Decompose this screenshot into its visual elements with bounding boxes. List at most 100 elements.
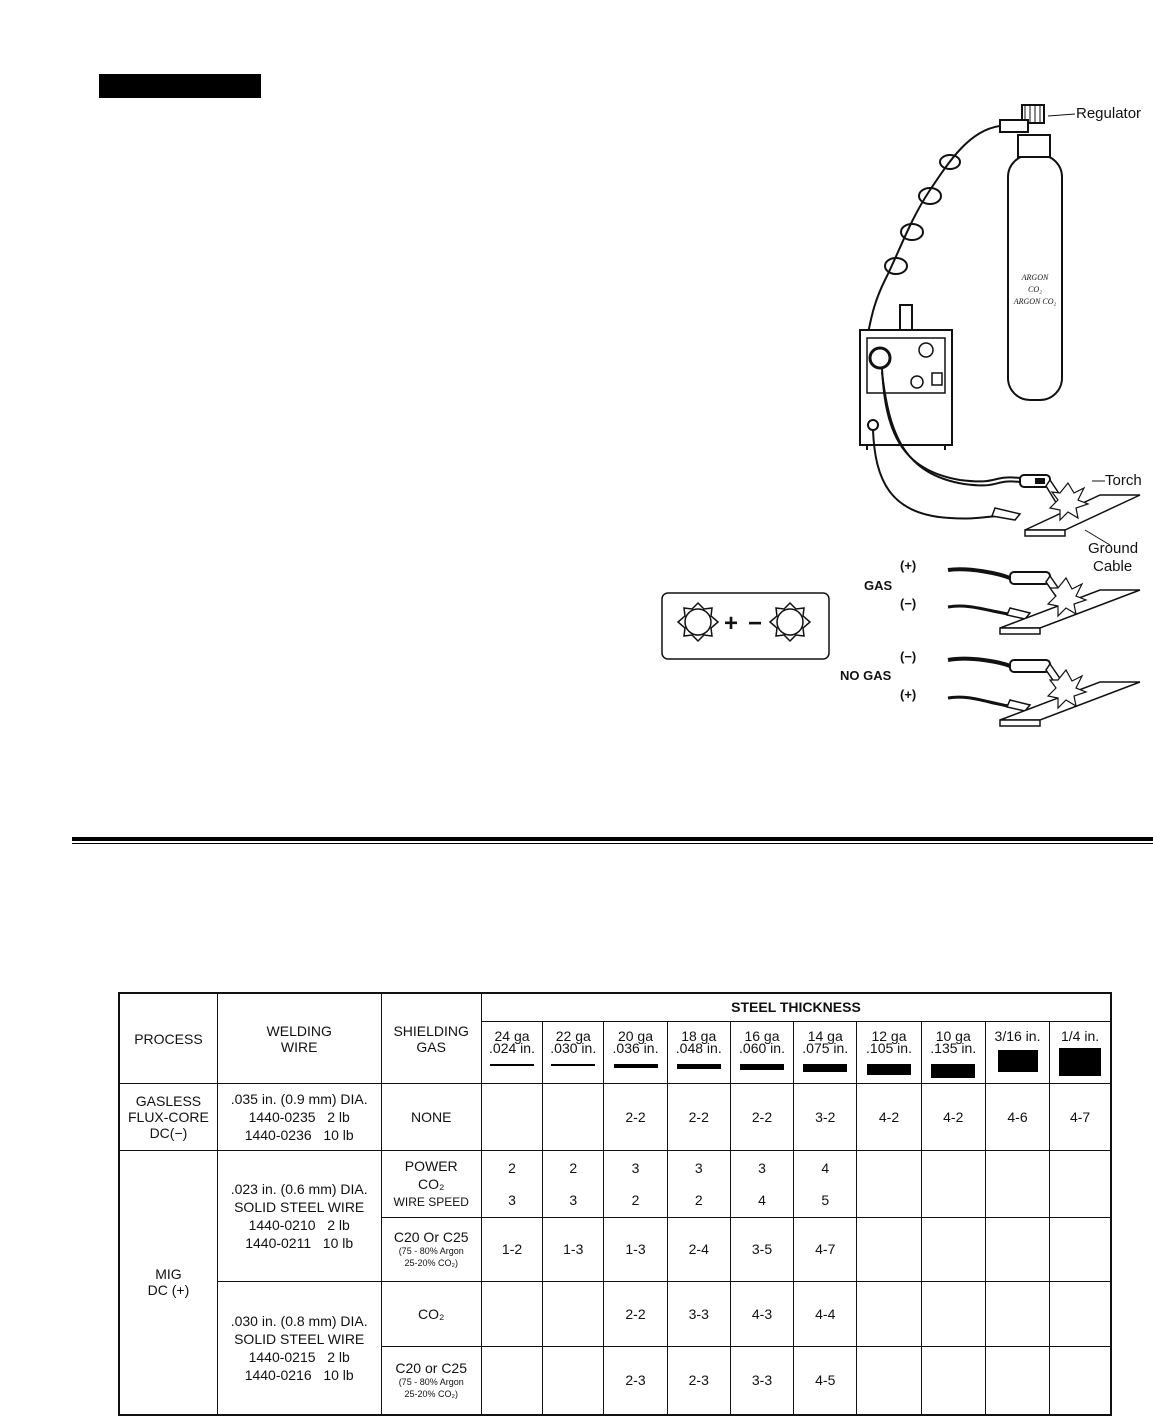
power-value: 4 [821, 1159, 830, 1176]
gauge-col: 1/4 in. [1049, 1020, 1112, 1085]
thickness-bar [1059, 1047, 1102, 1076]
wire-line: 1440-0216 10 lb [244, 1367, 354, 1384]
value-cell: 4-7 [1049, 1083, 1112, 1151]
value-cell [920, 1281, 986, 1347]
value-cell: 4-2 [856, 1083, 922, 1151]
gauge-ga: 14 ga [807, 1027, 843, 1044]
power-value: 2 [508, 1159, 516, 1176]
power-value: 2 [569, 1159, 578, 1176]
power-value: 3 [758, 1159, 766, 1176]
header-process: PROCESS [118, 992, 218, 1085]
gas-note: (75 - 80% Argon [398, 1246, 464, 1257]
value-cell [480, 1281, 544, 1347]
wire-speed-label: WIRE SPEED [393, 1194, 469, 1209]
wire-023: .023 in. (0.6 mm) DIA. SOLID STEEL WIRE … [216, 1149, 382, 1283]
thickness-bar [867, 1063, 911, 1075]
gauge-ga: 18 ga [681, 1027, 717, 1044]
gas-co2-power-speed: POWER CO₂ WIRE SPEED [380, 1149, 482, 1218]
value-cell [480, 1083, 544, 1151]
wire-line: SOLID STEEL WIRE [234, 1199, 365, 1216]
speed-value: 3 [569, 1191, 578, 1208]
gauge-inch: .036 in. [612, 1039, 659, 1056]
value-cell: 1-3 [542, 1216, 605, 1283]
value-cell: 4-5 [793, 1345, 858, 1416]
gauge-col: 10 ga.135 in. [920, 1020, 986, 1085]
section-header-tab [99, 74, 261, 98]
value-cell: 4-7 [793, 1216, 858, 1283]
value-cell: 1-2 [480, 1216, 544, 1283]
wire-line: .035 in. (0.9 mm) DIA. [230, 1091, 368, 1108]
gauge-col: 20 ga.036 in. [603, 1020, 668, 1085]
wire-035: .035 in. (0.9 mm) DIA. 1440-0235 2 lb 14… [216, 1083, 382, 1151]
process-line: MIG [155, 1266, 182, 1283]
gas-label: C20 Or C25 [393, 1229, 469, 1246]
gauge-col: 12 ga.105 in. [856, 1020, 922, 1085]
gas-label: GAS [864, 578, 893, 593]
header-wire-line1: WELDING [266, 1022, 332, 1039]
value-cell: 2-3 [603, 1345, 668, 1416]
co2-label: CO₂ [417, 1175, 445, 1192]
gauge-inch: .030 in. [550, 1039, 597, 1056]
gauge-col: 18 ga.048 in. [666, 1020, 731, 1085]
welder-setup-diagram: Regulator Torch Ground Cable (+) GAS (−)… [630, 100, 1153, 740]
gauge-ga: 12 ga [871, 1027, 907, 1044]
gas-note: (75 - 80% Argon [398, 1377, 464, 1388]
thickness-bar [997, 1049, 1038, 1072]
wire-line: 1440-0211 10 lb [245, 1235, 354, 1252]
process-mig: MIG DC (+) [118, 1149, 218, 1416]
process-line: DC (+) [147, 1282, 190, 1299]
value-cell: 2-2 [603, 1281, 668, 1347]
thickness-bar [740, 1063, 784, 1070]
gas-minus-label: (−) [900, 596, 917, 611]
power-label: POWER [404, 1157, 458, 1174]
process-line: FLUX-CORE [127, 1109, 209, 1126]
section-divider-thin [72, 843, 1153, 844]
value-cell: 2-2 [729, 1083, 795, 1151]
header-wire-line2: WIRE [280, 1038, 318, 1055]
nogas-minus-label: (−) [900, 649, 917, 664]
power-speed-cell [920, 1149, 986, 1218]
value-cell [984, 1345, 1051, 1416]
value-cell [984, 1216, 1051, 1283]
speed-value: 4 [758, 1191, 766, 1208]
value-cell: 4-3 [729, 1281, 795, 1347]
power-value: 3 [694, 1159, 703, 1176]
value-cell [1049, 1216, 1112, 1283]
wire-030: .030 in. (0.8 mm) DIA. SOLID STEEL WIRE … [216, 1281, 382, 1416]
header-steel-thickness: STEEL THICKNESS [480, 992, 1112, 1022]
wire-line: SOLID STEEL WIRE [234, 1331, 365, 1348]
speed-value: 2 [631, 1191, 640, 1208]
value-cell [480, 1345, 544, 1416]
gauge-ga: 3/16 in. [994, 1027, 1041, 1044]
wire-line: 1440-0235 2 lb [248, 1109, 350, 1126]
value-cell: 2-4 [666, 1216, 731, 1283]
gas-c20-030: C20 or C25 (75 - 80% Argon 25-20% CO₂) [380, 1345, 482, 1416]
speed-value: 2 [694, 1191, 703, 1208]
speed-value: 3 [508, 1191, 516, 1208]
gauge-ga: 20 ga [617, 1027, 654, 1044]
power-speed-cell [1049, 1149, 1112, 1218]
gas-none: NONE [380, 1083, 482, 1151]
value-cell [542, 1281, 605, 1347]
value-cell: 2-2 [666, 1083, 731, 1151]
gauge-inch: .060 in. [739, 1039, 785, 1056]
gas-note: 25-20% CO₂) [404, 1389, 458, 1400]
value-cell: 1-3 [603, 1216, 668, 1283]
cylinder-text-2: CO₂ [1028, 285, 1042, 294]
gas-label: C20 or C25 [395, 1360, 467, 1377]
terminal-minus-sign: − [748, 610, 763, 637]
header-gas-line2: GAS [416, 1038, 446, 1055]
cylinder-label: ARGON CO₂ ARGON CO₂ [1008, 272, 1062, 308]
value-cell [1049, 1281, 1112, 1347]
nogas-label: NO GAS [840, 668, 892, 683]
value-cell [856, 1281, 922, 1347]
gauge-col: 24 ga.024 in. [480, 1020, 544, 1085]
value-cell: 2-3 [666, 1345, 731, 1416]
gauge-inch: .024 in. [489, 1039, 535, 1056]
power-speed-cell [856, 1149, 922, 1218]
value-cell [1049, 1345, 1112, 1416]
header-shielding-gas: SHIELDING GAS [380, 992, 482, 1085]
ground-label-1: Ground [1088, 540, 1139, 557]
